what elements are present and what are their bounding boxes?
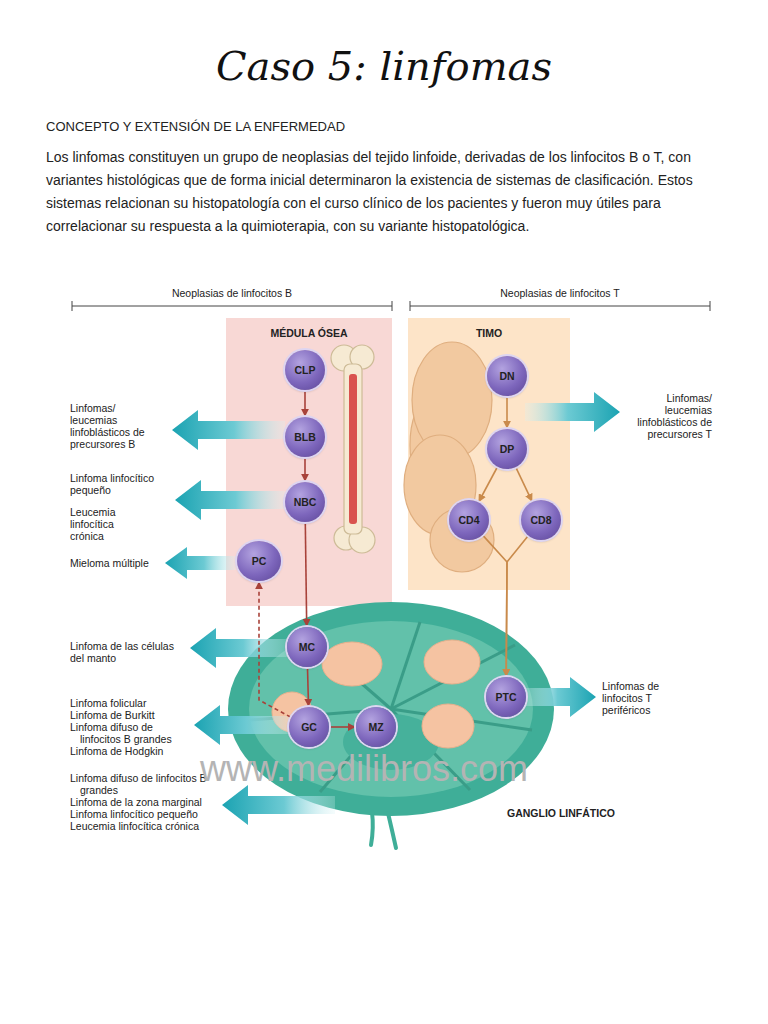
disease-label: Linfoma linfocítico pequeño xyxy=(70,472,168,496)
page-title: Caso 5: linfomas xyxy=(216,42,552,90)
paragraph: Los linfomas constituyen un grupo de neo… xyxy=(46,146,730,238)
thymus-region: TIMO DN DP CD4 CD8 xyxy=(408,318,570,590)
lineage-connector xyxy=(304,391,306,416)
lineage-arrow xyxy=(222,785,335,825)
label-holder: Linfoma linfocítico pequeño xyxy=(70,808,210,820)
lineage-arrow xyxy=(165,547,236,579)
disease-label: Linfoma folicular xyxy=(70,697,188,709)
group-heading: Neoplasias de linfocitos T xyxy=(410,287,710,299)
lineage-connector xyxy=(506,397,508,428)
bone-illustration xyxy=(331,345,375,553)
cell-label: GC xyxy=(301,721,317,733)
disease-label: Linfoma de Burkitt xyxy=(70,709,188,721)
cell-label: CD4 xyxy=(458,514,479,526)
cell-circle: DN xyxy=(487,356,527,396)
region-heading: GANGLIO LINFÁTICO xyxy=(507,807,615,819)
label-holder: Linfomas de linfocitos T periféricos xyxy=(602,680,676,716)
label-holder: Leucemia linfocítica crónica xyxy=(70,506,132,542)
region-heading: MÉDULA ÓSEA xyxy=(226,327,392,339)
label-holder: Linfoma folicular xyxy=(70,697,188,709)
cell-circle: CD8 xyxy=(521,500,561,540)
disease-label: Mieloma múltiple xyxy=(70,557,180,569)
label-holder: Linfomas/ leucemias linfoblásticos de pr… xyxy=(70,402,162,450)
lineage-arrow xyxy=(190,628,287,668)
disease-label: Linfomas/ leucemias linfoblásticos de pr… xyxy=(626,392,712,440)
disease-label: Leucemia linfocítica crónica xyxy=(70,506,132,542)
label-holder: Linfomas/ leucemias linfoblásticos de pr… xyxy=(626,392,712,440)
disease-label: Linfomas/ leucemias linfoblásticos de pr… xyxy=(70,402,162,450)
cell-label: CD8 xyxy=(530,514,551,526)
disease-label: Linfoma de las células del manto xyxy=(70,640,188,664)
disease-label: Linfoma linfocítico pequeño xyxy=(70,808,210,820)
lineage-connector xyxy=(479,468,497,502)
bracket-lines xyxy=(72,301,710,311)
label-holder: Neoplasias de linfocitos B xyxy=(72,287,392,299)
cell-label: MC xyxy=(299,641,315,653)
watermark: www.medilibros.com xyxy=(200,748,528,789)
lineage-connector xyxy=(483,536,507,676)
cell-circle: DP xyxy=(487,429,527,469)
cell-circle: MZ xyxy=(356,707,396,747)
group-heading: Neoplasias de linfocitos B xyxy=(72,287,392,299)
label-holder: Linfoma de las células del manto xyxy=(70,640,188,664)
label-holder: Linfoma linfocítico pequeño xyxy=(70,472,168,496)
lineage-connector xyxy=(259,582,291,717)
label-holder: Linfoma de Burkitt xyxy=(70,709,188,721)
disease-label: Linfoma difuso de linfocitos B grandes xyxy=(70,772,210,796)
lineage-connector xyxy=(516,468,532,501)
lineage-connector xyxy=(506,536,528,676)
label-holder: Leucemia linfocítica crónica xyxy=(70,820,210,832)
label-holder: Linfoma difuso de linfocitos B grandes xyxy=(70,772,210,796)
lineage-arrow xyxy=(525,392,620,432)
lineage-arrow xyxy=(526,677,596,717)
region-heading: TIMO xyxy=(408,327,570,339)
thymus-illustration xyxy=(404,342,494,572)
marrow-region: MÉDULA ÓSEA CLP BLB NBC PC xyxy=(226,318,392,606)
cell-label: NBC xyxy=(294,496,317,508)
label-holder: Linfoma difuso de linfocitos B grandes xyxy=(70,721,188,745)
cell-label: BLB xyxy=(294,431,316,443)
label-holder: www.medilibros.com xyxy=(200,748,528,789)
cell-circle: GC xyxy=(289,707,329,747)
lineage-connector xyxy=(308,668,309,706)
disease-label: Linfoma difuso de linfocitos B grandes xyxy=(70,721,188,745)
label-holder: Linfoma de la zona marginal xyxy=(70,796,210,808)
cell-label: PC xyxy=(252,555,267,567)
label-holder: CONCEPTO Y EXTENSIÓN DE LA ENFERMEDAD xyxy=(46,119,746,135)
cell-circle: CD4 xyxy=(449,500,489,540)
lineage-arrows xyxy=(165,392,620,825)
cell-circle: MC xyxy=(287,627,327,667)
cell-circle: NBC xyxy=(285,482,325,522)
disease-label: Linfoma de Hodgkin xyxy=(70,745,188,757)
cell-circle: PTC xyxy=(486,677,526,717)
disease-label: Linfomas de linfocitos T periféricos xyxy=(602,680,676,716)
label-holder: Los linfomas constituyen un grupo de neo… xyxy=(46,146,730,238)
cell-circle: CLP xyxy=(285,350,325,390)
label-holder: Linfoma de Hodgkin xyxy=(70,745,188,757)
section-heading: CONCEPTO Y EXTENSIÓN DE LA ENFERMEDAD xyxy=(46,119,746,135)
lineage-arrow xyxy=(172,410,285,450)
cell-label: PTC xyxy=(496,691,517,703)
lineage-arrow xyxy=(194,705,289,745)
plasma-cell: PC xyxy=(237,541,281,581)
marrow-ground xyxy=(226,318,392,606)
cell-label: MZ xyxy=(368,721,383,733)
lineage-connector xyxy=(330,726,355,728)
lineage-connector xyxy=(304,458,306,481)
title-holder: Caso 5: linfomas xyxy=(0,42,768,90)
disease-label: Leucemia linfocítica crónica xyxy=(70,820,210,832)
label-holder: Neoplasias de linfocitos T xyxy=(410,287,710,299)
cell-circle: BLB xyxy=(285,417,325,457)
cell-label: DP xyxy=(500,443,515,455)
label-holder: Mieloma múltiple xyxy=(70,557,180,569)
cell-label: CLP xyxy=(295,364,316,376)
disease-label: Linfoma de la zona marginal xyxy=(70,796,210,808)
lineage-arrow xyxy=(175,480,285,520)
cell-label: DN xyxy=(499,370,514,382)
lineage-connector xyxy=(305,523,306,626)
